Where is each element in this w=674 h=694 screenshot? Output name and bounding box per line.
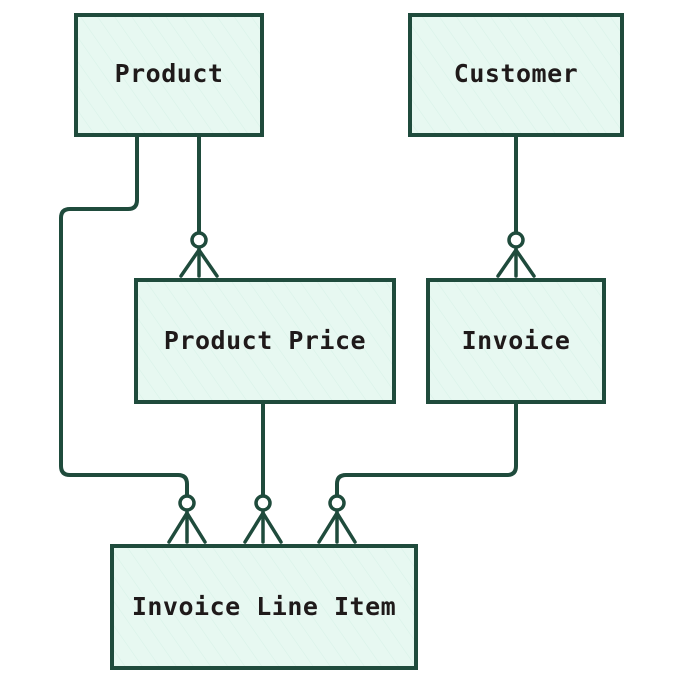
crows-foot-line-item-product (167, 494, 207, 544)
crows-foot-line-item-product-price (243, 494, 283, 544)
entity-invoice[interactable]: Invoice (426, 278, 606, 404)
edge-product-to-invoice-line-item (59, 134, 189, 497)
relationship-lines (59, 134, 518, 497)
entity-customer[interactable]: Customer (408, 13, 624, 137)
entity-customer-label: Customer (454, 59, 578, 88)
crows-foot-product-price (179, 231, 219, 278)
entity-product[interactable]: Product (74, 13, 264, 137)
entity-invoice-label: Invoice (462, 326, 571, 355)
entity-invoice-line-item-label: Invoice Line Item (132, 592, 396, 621)
crows-foot-invoice (496, 231, 536, 278)
entity-invoice-line-item[interactable]: Invoice Line Item (110, 544, 418, 670)
entity-product-price-label: Product Price (164, 326, 366, 355)
entity-product-price[interactable]: Product Price (134, 278, 396, 404)
crows-foot-line-item-invoice (317, 494, 357, 544)
entity-product-label: Product (115, 59, 224, 88)
edge-invoice-to-invoice-line-item (335, 400, 518, 497)
